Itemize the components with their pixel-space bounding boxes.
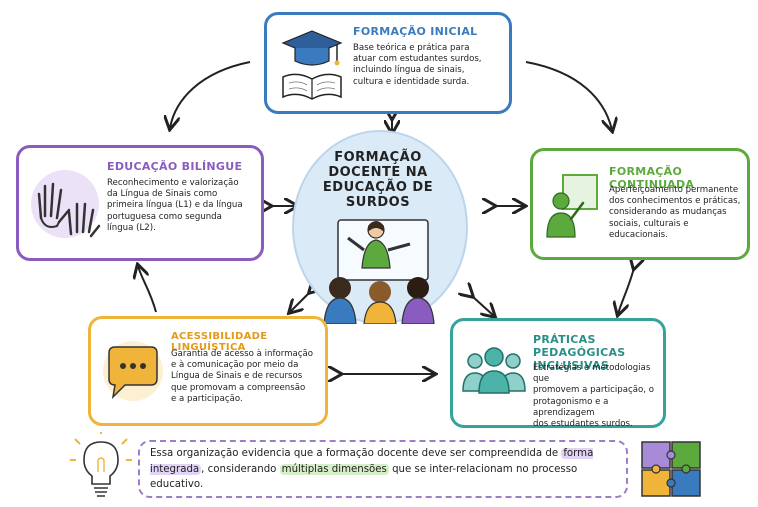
footer-text-part: , considerando: [201, 463, 277, 475]
text-line: Reconhecimento e valorização: [107, 178, 239, 188]
footer-text: Essa organização evidencia que a formaçã…: [150, 446, 620, 493]
arrow-continuada-praticas: [618, 268, 634, 314]
text-line: Estratégias e metodologias que: [533, 363, 651, 385]
text-line: e à comunicação por meio da: [171, 360, 299, 371]
arrow-center-praticas: [472, 296, 494, 316]
footer-box: [138, 440, 628, 498]
puzzle-icon: [641, 441, 701, 497]
praticas-title: PRÁTICAS PEDAGÓGICAS INCLUSIVAS: [533, 333, 663, 372]
footer-highlight-multiplas-dimensoes: múltiplas dimensões: [279, 463, 389, 475]
text-line: cultura e identidade surda.: [353, 76, 470, 87]
center-title: FORMAÇÃO DOCENTE NA EDUCAÇÃO DE SURDOS: [322, 150, 434, 210]
text-line: dos conhecimentos e práticas,: [609, 196, 741, 207]
acessibilidade-text: Garantia de acesso à informação e à comu…: [171, 349, 327, 405]
text-line: atuar com estudantes surdos,: [353, 54, 482, 65]
box-praticas-pedagogicas: PRÁTICAS PEDAGÓGICAS INCLUSIVAS Estratég…: [450, 318, 667, 430]
presenter-screen-icon: [546, 174, 598, 238]
box-formacao-inicial: FORMAÇÃO INICIAL Base teórica e prática …: [264, 12, 512, 114]
box-educacao-bilingue: EDUCAÇÃO BILÍNGUE Reconhecimento e valor…: [16, 145, 264, 261]
text-line: sociais, culturais e educacionais.: [609, 218, 689, 240]
footer-text-part: no processo educativo.: [150, 463, 578, 491]
text-line: considerando as mudanças: [609, 207, 727, 218]
text-line: promovem a participação, o: [533, 385, 654, 396]
graduation-cap-book-icon: [281, 30, 343, 100]
lightbulb-icon: [70, 432, 132, 497]
title-line: INCLUSIVAS: [533, 359, 610, 372]
formacao-inicial-title: FORMAÇÃO INICIAL: [353, 25, 478, 38]
text-line: Garantia de acesso à informação: [171, 349, 314, 359]
arrow-acess-to-bilingue: [138, 266, 157, 313]
text-line: Aperfeiçoamento permanente: [609, 185, 739, 195]
footer-text-part: que se inter-relacionam: [392, 463, 513, 475]
formacao-continuada-text: Aperfeiçoamento permanente dos conhecime…: [609, 185, 749, 241]
praticas-text: Estratégias e metodologias que promovem …: [533, 363, 667, 430]
speech-bubble-icon: [103, 341, 163, 401]
arrow-inicial-to-continuada: [525, 61, 612, 130]
educacao-bilingue-text: Reconhecimento e valorização da Língua d…: [107, 178, 263, 234]
footer-text-part: Essa organização evidencia que a formaçã…: [150, 448, 559, 459]
text-line: primeira língua (L1) e da língua: [107, 200, 243, 211]
text-line: língua (L2).: [107, 222, 156, 233]
text-line: incluindo língua de sinais,: [353, 65, 465, 76]
text-line: que promovam a compreensão: [171, 382, 306, 393]
educacao-bilingue-title: EDUCAÇÃO BILÍNGUE: [107, 160, 243, 173]
text-line: Língua de Sinais e de recursos: [171, 371, 303, 382]
group-people-icon: [462, 347, 526, 394]
formacao-continuada-title: FORMAÇÃO CONTINUADA: [609, 165, 695, 191]
title-line: PRÁTICAS PEDAGÓGICAS: [533, 333, 626, 359]
signing-hands-icon: [31, 170, 101, 238]
arrow-inicial-to-bilingue: [170, 61, 251, 128]
box-acessibilidade-linguistica: ACESSIBILIDADE LINGUÍSTICA Garantia de a…: [88, 316, 328, 426]
text-line: e a participação.: [171, 393, 243, 404]
box-formacao-continuada: FORMAÇÃO CONTINUADA Aperfeiçoamento perm…: [530, 148, 750, 260]
text-line: dos estudantes surdos.: [533, 419, 633, 430]
text-line: da Língua de Sinais como: [107, 189, 218, 200]
text-line: Base teórica e prática para: [353, 43, 470, 53]
arrow-center-acess: [290, 292, 310, 312]
formacao-inicial-text: Base teórica e prática para atuar com es…: [353, 43, 511, 88]
teacher-students-icon: [323, 219, 435, 324]
text-line: protagonismo e a aprendizagem: [533, 396, 609, 418]
acessibilidade-title: ACESSIBILIDADE LINGUÍSTICA: [171, 331, 268, 353]
text-line: portuguesa como segunda: [107, 211, 222, 222]
